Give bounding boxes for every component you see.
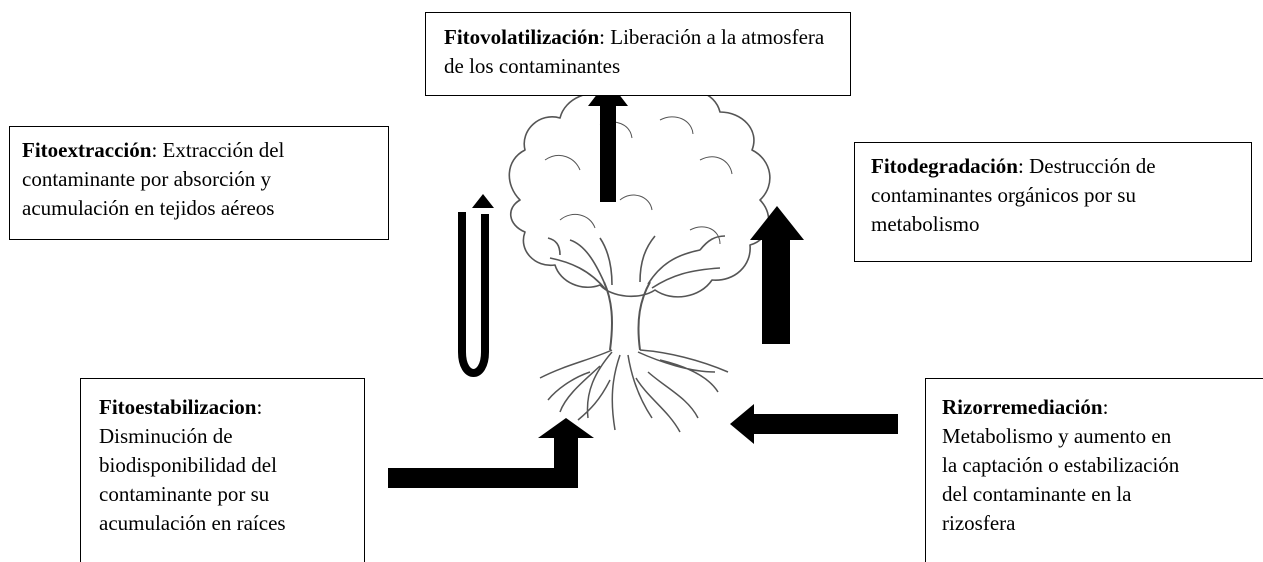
- desc-fitoestabilizacion-0: :: [256, 395, 263, 419]
- tree-crown-detail: [544, 116, 733, 245]
- line-fitoestabilizacion-1: Fitoestabilizacion:: [99, 393, 346, 422]
- box-fitoextraccion: Fitoextracción: Extracción del contamina…: [9, 126, 389, 240]
- box-fitoestabilizacion: Fitoestabilizacion: Disminución de biodi…: [80, 378, 365, 562]
- arrow-up-volatilizacion: [588, 80, 628, 202]
- title-fitodegradacion: Fitodegradación: [871, 154, 1018, 178]
- desc-rizorremediacion-1: Metabolismo y aumento en: [942, 424, 1172, 448]
- desc-rizorremediacion-2: la captación o estabilización: [942, 453, 1180, 477]
- arrow-estabilizacion: [388, 418, 594, 488]
- tree-trunk: [603, 281, 651, 351]
- desc-fitodegradacion: : Destrucción de contaminantes orgánicos…: [871, 154, 1156, 236]
- title-fitoestabilizacion: Fitoestabilizacion: [99, 395, 257, 419]
- title-rizorremediacion: Rizorremediación: [942, 395, 1103, 419]
- desc-rizorremediacion-3: del contaminante en la: [942, 482, 1132, 506]
- tree-icon: [508, 83, 771, 433]
- arrow-left-rizorremediacion: [730, 404, 898, 444]
- desc-rizorremediacion-4: rizosfera: [942, 511, 1016, 535]
- desc-fitoestabilizacion-1: Disminución de: [99, 424, 233, 448]
- arrow-up-degradacion: [750, 206, 804, 344]
- desc-fitoextraccion: : Extracción del contaminante por absorc…: [22, 138, 285, 220]
- arrows: [388, 80, 898, 488]
- tree-roots: [539, 349, 729, 433]
- desc-fitoestabilizacion-4: acumulación en raíces: [99, 511, 286, 535]
- desc-fitoestabilizacion-2: biodisponibilidad del: [99, 453, 277, 477]
- desc-rizorremediacion-0: :: [1102, 395, 1109, 419]
- box-fitodegradacion: Fitodegradación: Destrucción de contamin…: [854, 142, 1252, 262]
- box-fitovolatilizacion: Fitovolatilización: Liberación a la atmo…: [425, 12, 851, 96]
- line-rizorremediacion-1: Rizorremediación:: [942, 393, 1247, 422]
- title-fitovolatilizacion: Fitovolatilización: [444, 25, 600, 49]
- tree-branches: [547, 235, 726, 291]
- arrow-loop-extraccion: [458, 194, 494, 377]
- box-rizorremediacion: Rizorremediación: Metabolismo y aumento …: [925, 378, 1263, 562]
- title-fitoextraccion: Fitoextracción: [22, 138, 152, 162]
- tree-crown: [508, 83, 771, 298]
- desc-fitovolatilizacion: : Liberación a la atmosfera de los conta…: [444, 25, 825, 78]
- desc-fitoestabilizacion-3: contaminante por su: [99, 482, 270, 506]
